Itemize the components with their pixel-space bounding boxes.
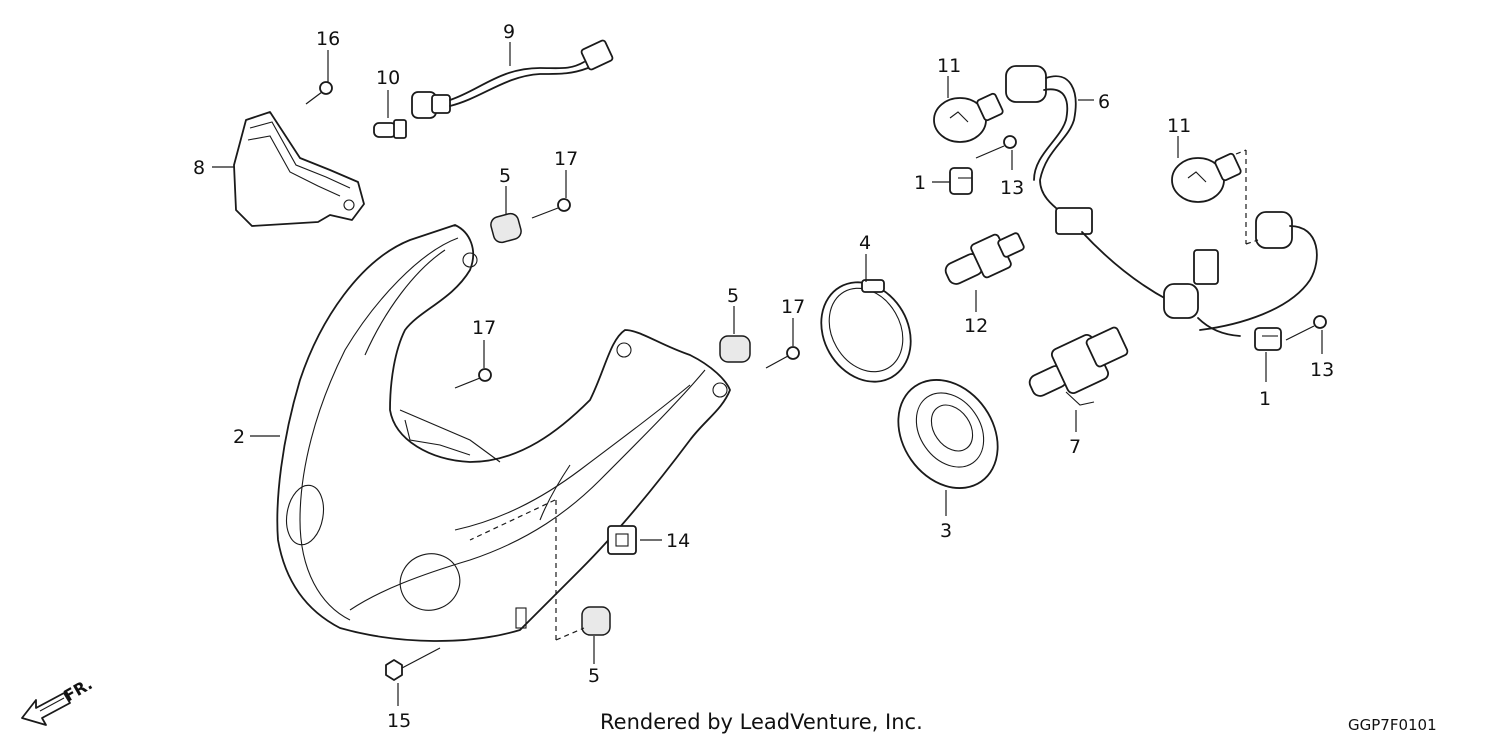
callout-12: 12 <box>964 315 988 337</box>
callout-13-left: 13 <box>1000 177 1024 199</box>
callout-11-right: 11 <box>1167 115 1191 137</box>
diagram-code: GGP7F0101 <box>1348 716 1437 734</box>
callout-5-upper: 5 <box>499 165 511 187</box>
turn-bulb-11-left <box>933 92 1004 143</box>
render-credit: Rendered by LeadVenture, Inc. <box>600 710 923 734</box>
position-bulb <box>373 119 407 139</box>
headlight-unit <box>276 224 731 642</box>
screw-13-left <box>975 135 1017 159</box>
callout-5-lower: 5 <box>588 665 600 687</box>
socket-with-wire <box>411 39 614 119</box>
screw-17-right <box>765 346 800 369</box>
harness-clip-1-left <box>949 167 973 195</box>
harness-clip-1-right <box>1254 327 1282 351</box>
front-direction-arrow-icon <box>21 692 71 726</box>
collar-5-middle <box>719 335 751 363</box>
callout-11-left: 11 <box>937 55 961 77</box>
screw-13-right <box>1285 315 1327 341</box>
screw-17-upper <box>531 198 571 219</box>
callout-17-upper: 17 <box>554 148 578 170</box>
callout-4: 4 <box>859 232 871 254</box>
callout-14: 14 <box>666 530 690 552</box>
callout-17-right: 17 <box>781 296 805 318</box>
headlight-bulb-7 <box>1028 326 1129 406</box>
leader-lines <box>212 42 1323 706</box>
bolt-15 <box>385 647 441 681</box>
callout-8: 8 <box>193 157 205 179</box>
reflector-ring <box>820 279 912 383</box>
callout-6: 6 <box>1098 91 1110 113</box>
callout-5-middle: 5 <box>727 285 739 307</box>
callout-7: 7 <box>1069 436 1081 458</box>
wire-harness <box>1005 65 1318 337</box>
callout-2: 2 <box>233 426 245 448</box>
screw-17-middle <box>454 368 492 389</box>
screw-16 <box>305 81 333 105</box>
callout-1-right: 1 <box>1259 388 1271 410</box>
callout-17-middle: 17 <box>472 317 496 339</box>
dust-cover <box>897 379 999 489</box>
callout-16: 16 <box>316 28 340 50</box>
turn-bulb-11-right <box>1171 152 1242 203</box>
collar-5-lower <box>581 606 611 636</box>
callout-15: 15 <box>387 710 411 732</box>
collar-5-upper <box>490 212 522 244</box>
callout-13-right: 13 <box>1310 359 1334 381</box>
callout-3: 3 <box>940 520 952 542</box>
position-light-housing <box>233 111 365 227</box>
callout-9: 9 <box>503 21 515 43</box>
headlight-bulb-12 <box>944 232 1025 285</box>
callout-1-left: 1 <box>914 172 926 194</box>
callout-10: 10 <box>376 67 400 89</box>
clip-14 <box>607 525 637 555</box>
